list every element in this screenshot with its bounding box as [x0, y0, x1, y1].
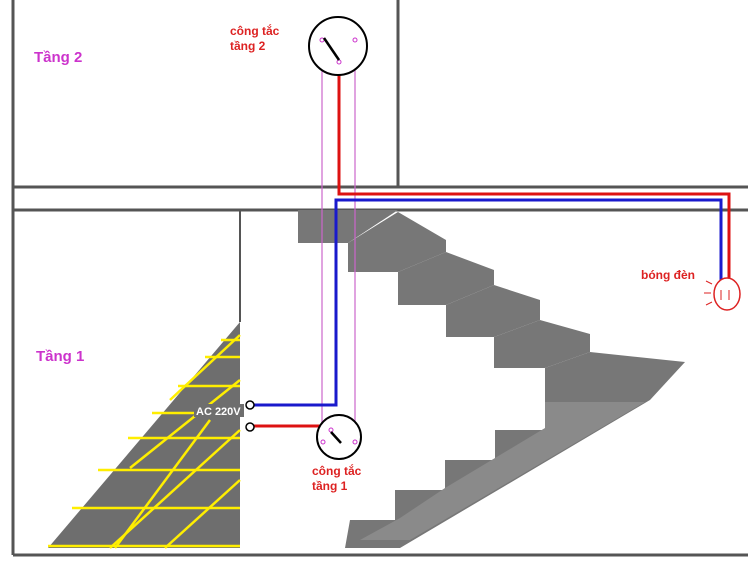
upper-switch-lever: [322, 37, 341, 61]
lower-switch-housing: [316, 414, 362, 460]
lower-switch: [316, 414, 362, 460]
lamp-rays: [704, 280, 730, 306]
switch-terminal: [352, 439, 358, 445]
neutral-wire: [252, 198, 723, 407]
tile-line: [113, 419, 212, 549]
tile-line: [164, 479, 241, 549]
lower-switch-label-line2: tầng 1: [312, 479, 348, 493]
switch-terminal: [320, 439, 326, 445]
upper-switch-label-line1: công tắc: [230, 23, 280, 38]
tile-line: [129, 379, 241, 469]
lower-floor-label: Tầng 1: [36, 348, 84, 365]
lamp-bulb: [713, 277, 741, 311]
switch-terminal: [352, 37, 358, 43]
upper-switch: [308, 16, 368, 76]
lamp: [704, 277, 741, 311]
stair-step: [446, 285, 540, 337]
lamp-ray: [705, 301, 713, 306]
tile-line: [109, 429, 241, 549]
lamp-ray: [705, 280, 713, 285]
stair-step: [398, 252, 494, 305]
upper-switch-housing: [308, 16, 368, 76]
neutral-terminal: [245, 400, 255, 410]
stair-step: [348, 212, 446, 272]
traveler-wires: [321, 40, 356, 442]
lower-switch-label-line1: công tắc: [312, 463, 362, 478]
stair-step: [298, 210, 398, 243]
live-terminal: [245, 422, 255, 432]
lamp-label: bóng đèn: [641, 268, 695, 282]
power-terminals: [245, 400, 255, 432]
power-label: AC 220V: [196, 406, 241, 418]
stair-underside-light: [360, 402, 645, 540]
live-wire-upper: [337, 60, 731, 283]
power-label-bg: [194, 404, 244, 417]
building-structure: [11, 0, 748, 557]
upper-floor-label: Tầng 2: [34, 49, 82, 66]
tile-line: [169, 334, 241, 401]
upper-switch-label-line2: tầng 2: [230, 39, 266, 53]
stair-landing: [545, 352, 685, 400]
lower-switch-lever: [330, 431, 342, 444]
stair-step: [494, 320, 590, 368]
staircase: [298, 210, 685, 548]
